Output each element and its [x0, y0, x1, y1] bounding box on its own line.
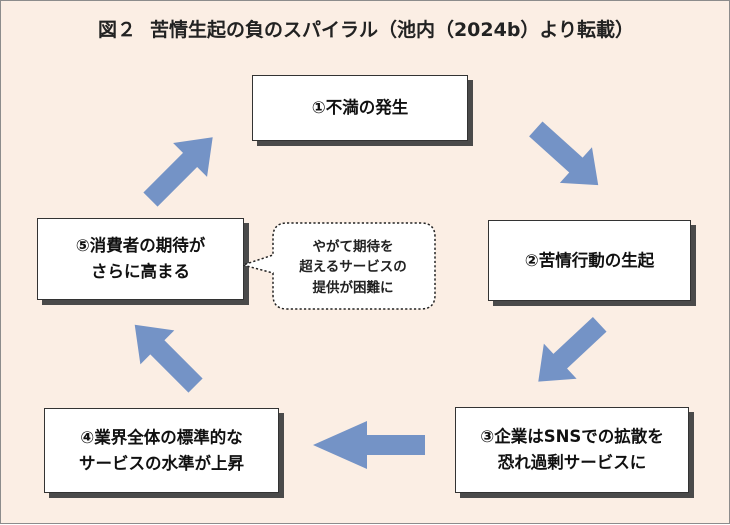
callout-line-3: 提供が困難に: [312, 279, 394, 296]
node-3-excessive-service: ③企業はSNSでの拡散を 恐れ過剰サービスに: [455, 407, 689, 493]
node-2-complaint-behavior: ②苦情行動の生起: [488, 220, 691, 301]
callout-bubble: やがて期待を 超えるサービスの 提供が困難に: [240, 222, 436, 310]
figure-title: 図２ 苦情生起の負のスパイラル（池内（2024b）より転載）: [1, 15, 730, 42]
node-5-line-2: さらに高まる: [90, 262, 190, 281]
node-3-line-1: ③企業はSNSでの拡散を: [480, 427, 664, 447]
callout-line-2: 超えるサービスの: [299, 259, 407, 276]
figure-title-text: 苦情生起の負のスパイラル（池内（2024b）より転載）: [149, 19, 635, 41]
figure-label: 図２: [97, 19, 136, 41]
callout-line-1: やがて期待を: [312, 239, 394, 255]
callout-outline: [240, 222, 436, 310]
arrow-n1-to-n2: [529, 121, 599, 186]
node-4-line-2: サービスの水準が上昇: [79, 453, 244, 473]
node-1-dissatisfaction: ①不満の発生: [252, 75, 468, 141]
arrow-n3-to-n4: [313, 421, 425, 469]
node-3-line-2: 恐れ過剰サービスに: [497, 453, 647, 472]
node-4-industry-standard: ④業界全体の標準的な サービスの水準が上昇: [44, 408, 279, 493]
arrow-n4-to-n5: [134, 324, 203, 393]
node-5-line-1: ⑤消費者の期待が: [75, 236, 206, 256]
node-1-label: ①不満の発生: [311, 98, 409, 118]
arrow-n2-to-n3: [538, 317, 607, 382]
arrow-n5-to-n1: [143, 137, 213, 207]
node-5-rising-expectations: ⑤消費者の期待が さらに高まる: [37, 218, 244, 300]
node-2-label: ②苦情行動の生起: [524, 250, 655, 270]
node-4-line-1: ④業界全体の標準的な: [80, 427, 243, 447]
